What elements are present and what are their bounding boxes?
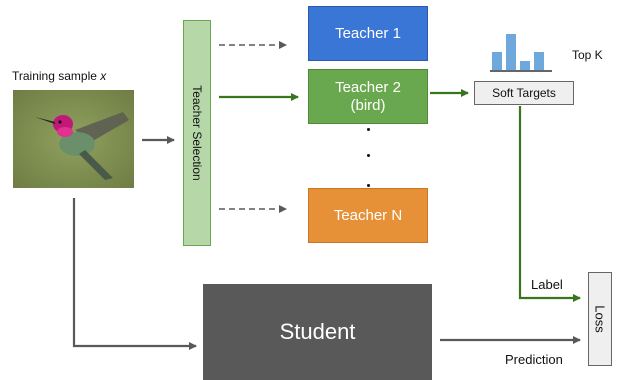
training-sample-label: Training sample x <box>12 69 106 83</box>
training-sample-text: Training sample <box>12 69 97 83</box>
teacher-2-sub: (bird) <box>350 96 386 114</box>
training-sample-variable: x <box>100 69 107 83</box>
top-k-label: Top K <box>572 48 603 62</box>
loss-label-input: Label <box>531 277 563 292</box>
arrow-image-to-student <box>72 198 197 350</box>
teacher-2-box: Teacher 2 (bird) <box>308 69 428 124</box>
top-k-bar-chart <box>488 28 554 74</box>
teacher-2-label: Teacher 2 <box>335 78 401 96</box>
top-k-bar <box>534 52 544 70</box>
loss-prediction-input: Prediction <box>505 352 563 367</box>
soft-targets-box: Soft Targets <box>474 81 574 105</box>
soft-targets-label: Soft Targets <box>492 86 556 100</box>
teacher-n-box: Teacher N <box>308 188 428 243</box>
teacher-1-label: Teacher 1 <box>335 24 401 42</box>
student-box: Student <box>203 284 432 380</box>
hummingbird-image <box>13 90 134 188</box>
ellipsis-dots <box>366 124 372 192</box>
student-label: Student <box>279 319 356 344</box>
teacher-selection-box: Teacher Selection <box>183 20 211 246</box>
loss-box: Loss <box>588 272 612 366</box>
teacher-1-box: Teacher 1 <box>308 6 428 61</box>
arrow-soft-targets-to-loss <box>518 106 581 302</box>
top-k-bar <box>506 34 516 70</box>
top-k-bar <box>492 52 502 70</box>
teacher-n-label: Teacher N <box>333 206 403 224</box>
top-k-bar <box>520 61 530 70</box>
